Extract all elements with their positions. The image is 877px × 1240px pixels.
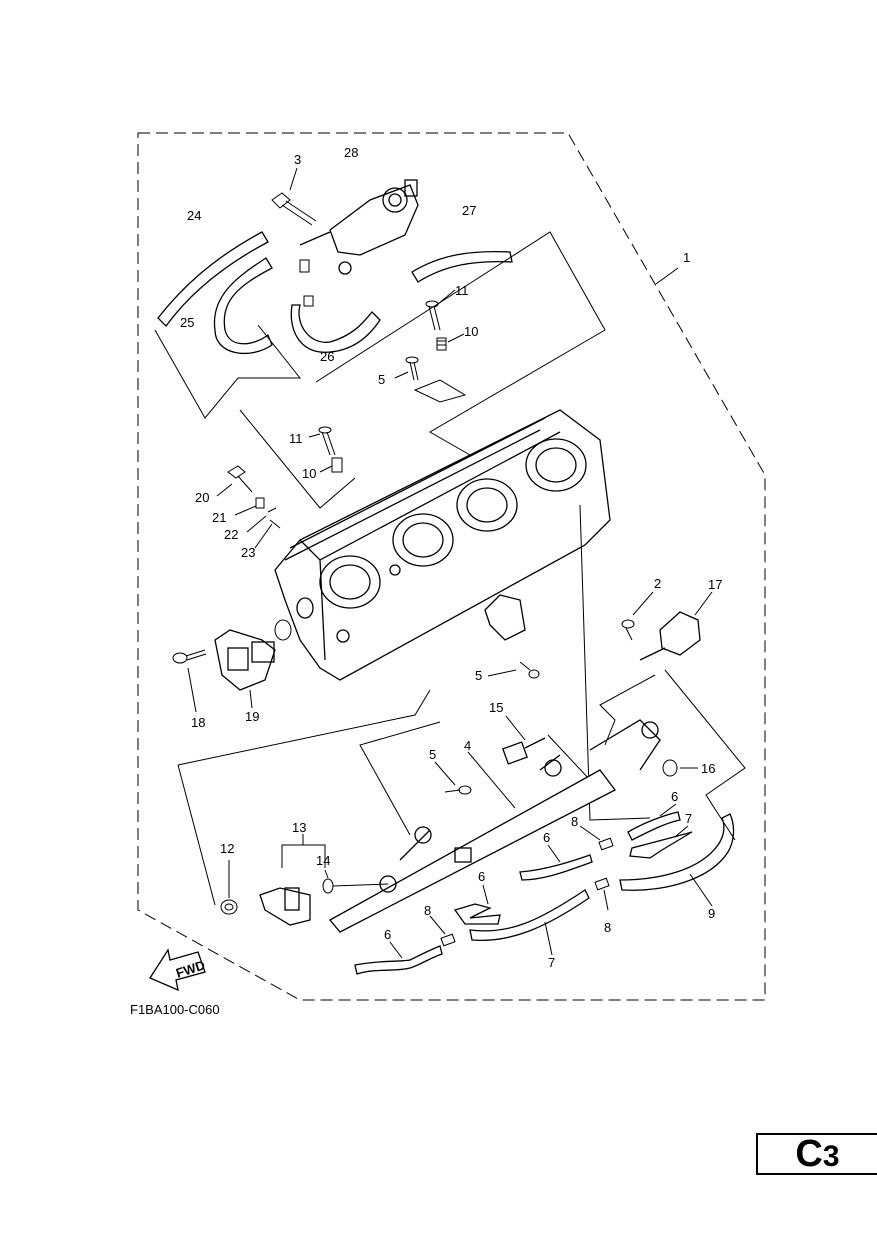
hose-6-b xyxy=(453,903,501,925)
drawing-code: F1BA100-C060 xyxy=(130,1002,220,1017)
clip-8-c xyxy=(598,837,614,851)
page-number: 3 xyxy=(822,1140,840,1173)
throttle-bore-2 xyxy=(392,513,454,567)
page-number-box: C 3 xyxy=(756,1133,877,1175)
callout-6-b: 6 xyxy=(478,869,485,884)
callout-11-left: 11 xyxy=(289,431,303,446)
callout-19: 19 xyxy=(245,709,259,724)
fwd-arrow-icon xyxy=(149,948,206,992)
callout-20: 20 xyxy=(195,490,209,505)
hose-7-b xyxy=(629,831,693,859)
page-letter: C xyxy=(795,1133,823,1175)
callout-5-upper: 5 xyxy=(378,372,385,387)
hose-6-d xyxy=(627,811,681,841)
callout-labels: 1 2 3 4 5 5 5 6 6 6 6 7 7 8 8 8 9 10 10 … xyxy=(174,145,722,981)
callout-9: 9 xyxy=(708,906,715,921)
callout-8-b: 8 xyxy=(424,903,431,918)
hose-7-a xyxy=(469,889,590,942)
callout-27: 27 xyxy=(462,203,476,218)
callout-13: 13 xyxy=(292,820,306,835)
hose-26 xyxy=(290,304,381,353)
callout-10-upper: 10 xyxy=(464,324,478,339)
screw-5-upper xyxy=(405,356,419,381)
sensor-15 xyxy=(502,737,546,765)
hose-25 xyxy=(213,257,273,355)
assembly-boundary xyxy=(137,132,766,1001)
callout-7-a: 7 xyxy=(685,811,692,826)
callout-24: 24 xyxy=(187,208,201,223)
callout-16: 16 xyxy=(701,761,715,776)
spring-10-upper xyxy=(436,337,447,351)
fuel-rail xyxy=(328,719,661,933)
hose-group-bracket xyxy=(154,324,302,419)
callout-10-left: 10 xyxy=(302,466,316,481)
washer-12 xyxy=(220,899,238,915)
throttle-bore-4 xyxy=(525,438,587,492)
callout-26: 26 xyxy=(320,349,334,364)
throttle-bore-3 xyxy=(456,478,518,532)
callout-3: 3 xyxy=(294,152,301,167)
bolt-3 xyxy=(271,192,317,226)
injector-13 xyxy=(259,887,311,926)
callout-6-a: 6 xyxy=(384,927,391,942)
screw-5-middle xyxy=(519,661,540,679)
part-22 xyxy=(267,507,277,513)
screw-11-left xyxy=(318,426,336,456)
part-23 xyxy=(269,519,281,529)
callout-28: 28 xyxy=(344,145,358,160)
callout-8-c: 8 xyxy=(604,920,611,935)
throttle-body xyxy=(274,409,611,681)
screw-11-upper xyxy=(425,300,441,331)
sensor-17 xyxy=(639,611,701,661)
callout-1: 1 xyxy=(683,250,690,265)
callout-15: 15 xyxy=(489,700,503,715)
clip-8-a xyxy=(440,933,456,947)
sensor-19 xyxy=(214,629,276,691)
hose-6-c xyxy=(519,854,593,881)
o-ring xyxy=(274,619,292,641)
clip-8-b xyxy=(594,877,610,891)
screw-20 xyxy=(227,465,253,493)
callout-2: 2 xyxy=(654,576,661,591)
hose-6-a xyxy=(354,945,443,975)
screw-5-lower xyxy=(444,785,472,795)
callout-5-middle: 5 xyxy=(475,668,482,683)
callout-6-d: 6 xyxy=(671,789,678,804)
callout-4: 4 xyxy=(464,738,471,753)
bracket-upper xyxy=(413,379,467,403)
callout-12: 12 xyxy=(220,841,234,856)
washer-16 xyxy=(662,759,678,777)
callout-6-c: 6 xyxy=(543,830,550,845)
callout-5-lower: 5 xyxy=(429,747,436,762)
callout-18: 18 xyxy=(191,715,205,730)
callout-23: 23 xyxy=(241,545,255,560)
callout-11-upper: 11 xyxy=(455,283,469,298)
callout-17: 17 xyxy=(708,577,722,592)
screw-2 xyxy=(621,619,635,641)
hose-24 xyxy=(157,231,269,327)
callout-21: 21 xyxy=(212,510,226,525)
callout-8-a: 8 xyxy=(571,814,578,829)
screw-18 xyxy=(172,649,207,664)
valve-28 xyxy=(299,179,419,275)
throttle-bore-1 xyxy=(319,555,381,609)
hose-9 xyxy=(619,813,735,891)
callout-25: 25 xyxy=(180,315,194,330)
spring-21 xyxy=(255,497,265,509)
callout-14: 14 xyxy=(316,853,330,868)
o-ring-14 xyxy=(322,878,334,894)
callout-22: 22 xyxy=(224,527,238,542)
hose-27 xyxy=(411,250,513,283)
callout-7-b: 7 xyxy=(548,955,555,970)
spring-10-left xyxy=(331,457,343,473)
